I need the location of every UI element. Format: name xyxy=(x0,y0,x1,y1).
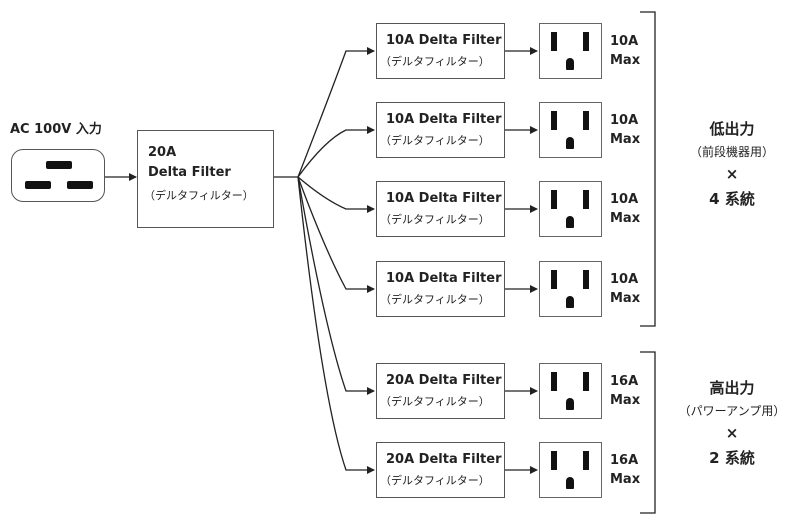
outlet-icon xyxy=(539,181,602,237)
outlet-rating-amp: 16A xyxy=(610,374,639,389)
bracket-front-group xyxy=(640,11,656,327)
outlet-ground-hole xyxy=(566,398,574,410)
main-filter-name: Delta Filter xyxy=(148,165,231,180)
branch-arrow-6 xyxy=(297,176,375,474)
branch-arrow-5 xyxy=(297,176,375,395)
outlet-slot-right xyxy=(583,451,589,470)
outlet-rating-amp: 10A xyxy=(610,34,639,49)
group-front-purpose: （前段機器用） xyxy=(689,145,774,159)
inlet-slot-right xyxy=(67,181,93,189)
branch-filter-subtitle: （デルタフィルター） xyxy=(380,395,490,408)
main-filter-rating: 20A xyxy=(148,145,177,160)
inlet-slot-left xyxy=(25,181,51,189)
outlet-icon xyxy=(539,442,602,498)
group-front-label: 低出力 （前段機器用） × 4 系統 xyxy=(672,118,792,209)
outlet-slot-right xyxy=(583,32,589,51)
group-power-count: 2 系統 xyxy=(709,449,755,467)
inlet-slot-top xyxy=(46,161,72,169)
branch-arrow-1 xyxy=(297,47,375,178)
outlet-icon xyxy=(539,363,602,419)
branch-filter-name: 10A Delta Filter xyxy=(386,112,502,127)
outlet-rating-max: Max xyxy=(610,291,641,306)
outlet-slot-left xyxy=(551,451,557,470)
outlet-rating-amp: 10A xyxy=(610,192,639,207)
group-power-purpose: （パワーアンプ用） xyxy=(678,404,786,418)
branch-filter-subtitle: （デルタフィルター） xyxy=(380,55,490,68)
outlet-rating-amp: 16A xyxy=(610,453,639,468)
outlet-slot-left xyxy=(551,372,557,391)
branch-filter-subtitle: （デルタフィルター） xyxy=(380,293,490,306)
branch-filter-box: 10A Delta Filter （デルタフィルター） xyxy=(376,23,505,79)
group-front-times: × xyxy=(725,165,739,183)
branch-filter-box: 20A Delta Filter （デルタフィルター） xyxy=(376,363,505,419)
outlet-rating-amp: 10A xyxy=(610,113,639,128)
branch-filter-box: 10A Delta Filter （デルタフィルター） xyxy=(376,261,505,317)
outlet-ground-hole xyxy=(566,477,574,489)
branch-filter-name: 20A Delta Filter xyxy=(386,452,502,467)
outlet-ground-hole xyxy=(566,216,574,228)
input-label: AC 100V 入力 xyxy=(10,122,102,137)
outlet-icon xyxy=(539,102,602,158)
outlet-ground-hole xyxy=(566,137,574,149)
branch-arrow-4 xyxy=(297,176,375,293)
outlet-slot-right xyxy=(583,270,589,289)
outlet-slot-left xyxy=(551,111,557,130)
group-power-times: × xyxy=(725,424,739,442)
outlet-rating-max: Max xyxy=(610,393,641,408)
group-power-title: 高出力 xyxy=(709,379,755,397)
branch-filter-box: 20A Delta Filter （デルタフィルター） xyxy=(376,442,505,498)
branch-filter-box: 10A Delta Filter （デルタフィルター） xyxy=(376,102,505,158)
group-front-count: 4 系統 xyxy=(709,190,755,208)
group-front-title: 低出力 xyxy=(709,120,755,138)
main-filter-subtitle: （デルタフィルター） xyxy=(144,189,254,202)
main-filter-box: 20A Delta Filter （デルタフィルター） xyxy=(137,130,274,228)
branch-filter-name: 10A Delta Filter xyxy=(386,271,502,286)
outlet-rating-amp: 10A xyxy=(610,272,639,287)
outlet-slot-right xyxy=(583,190,589,209)
bracket-power-group xyxy=(640,351,656,514)
branch-filter-name: 10A Delta Filter xyxy=(386,33,502,48)
outlet-icon xyxy=(539,261,602,317)
ac-inlet-icon xyxy=(11,149,105,202)
outlet-rating-max: Max xyxy=(610,53,641,68)
branch-filter-box: 10A Delta Filter （デルタフィルター） xyxy=(376,181,505,237)
branch-filter-name: 20A Delta Filter xyxy=(386,373,502,388)
outlet-slot-left xyxy=(551,32,557,51)
outlet-icon xyxy=(539,23,602,79)
branch-filter-name: 10A Delta Filter xyxy=(386,191,502,206)
branch-filter-subtitle: （デルタフィルター） xyxy=(380,213,490,226)
branch-arrow-3 xyxy=(297,176,375,213)
outlet-slot-right xyxy=(583,372,589,391)
outlet-rating-max: Max xyxy=(610,132,641,147)
outlet-ground-hole xyxy=(566,296,574,308)
group-power-label: 高出力 （パワーアンプ用） × 2 系統 xyxy=(672,377,792,468)
outlet-ground-hole xyxy=(566,58,574,70)
branch-arrow-2 xyxy=(297,126,375,178)
outlet-slot-left xyxy=(551,190,557,209)
outlet-slot-left xyxy=(551,270,557,289)
outlet-rating-max: Max xyxy=(610,211,641,226)
branch-filter-subtitle: （デルタフィルター） xyxy=(380,474,490,487)
outlet-rating-max: Max xyxy=(610,472,641,487)
branch-filter-subtitle: （デルタフィルター） xyxy=(380,134,490,147)
outlet-slot-right xyxy=(583,111,589,130)
